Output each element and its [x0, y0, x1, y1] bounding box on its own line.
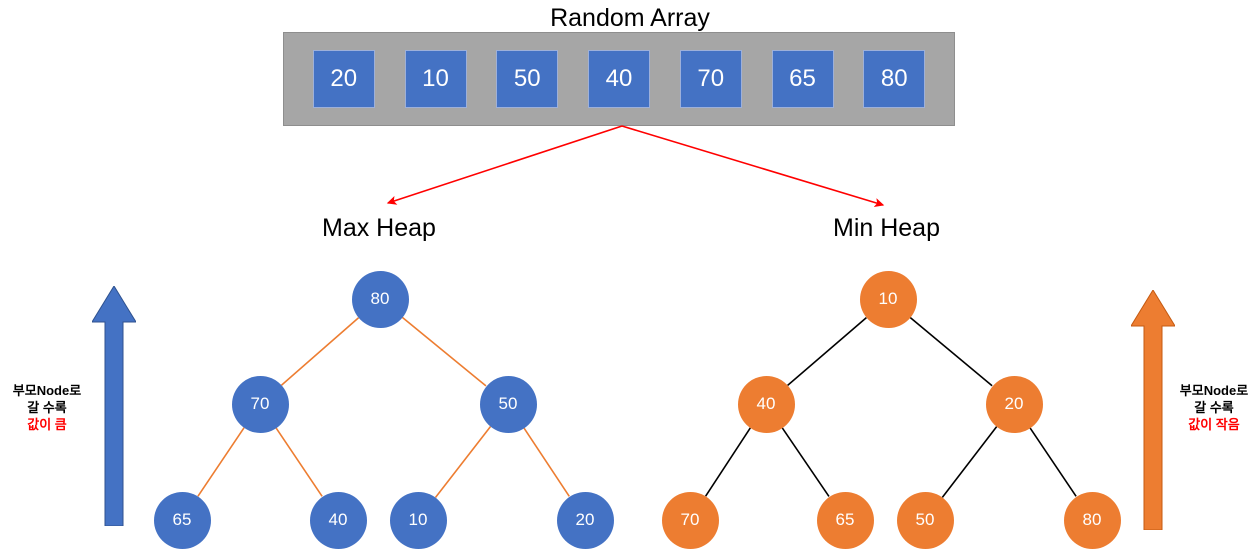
tree-node: 50	[896, 491, 954, 549]
split-arrow-right	[621, 125, 885, 208]
max-note-line-1: 부모Node로	[12, 383, 82, 398]
max-heap-note: 부모Node로 갈 수록 값이 큼	[4, 382, 90, 433]
min-note-line-1: 부모Node로	[1179, 383, 1249, 398]
min-note-line-3: 값이 작음	[1188, 417, 1240, 432]
split-arrow-left	[386, 125, 623, 205]
array-cell-2: 50	[496, 50, 559, 108]
tree-edge	[787, 316, 867, 387]
tree-node: 10	[859, 270, 917, 328]
tree-node: 50	[479, 375, 537, 433]
min-heap-title: Min Heap	[833, 214, 940, 242]
array-cell-4: 70	[679, 50, 742, 108]
tree-node: 40	[309, 491, 367, 549]
array-cell-1: 10	[404, 50, 467, 108]
array-cell-3: 40	[588, 50, 650, 108]
tree-node: 20	[556, 491, 614, 549]
tree-edge	[1029, 427, 1077, 497]
tree-edge	[197, 427, 245, 497]
tree-node: 10	[389, 491, 447, 549]
array-cell-0: 20	[312, 50, 375, 108]
array-cell-5: 65	[771, 50, 834, 108]
min-heap-note: 부모Node로 갈 수록 값이 작음	[1168, 382, 1260, 433]
array-cell-list: 20 10 50 40 70 65 80	[283, 32, 955, 126]
tree-node: 80	[351, 270, 409, 328]
max-note-line-3: 값이 큼	[27, 417, 67, 432]
tree-node: 65	[153, 491, 211, 549]
tree-edge	[280, 317, 360, 386]
tree-node: 80	[1063, 491, 1121, 549]
tree-edge	[401, 316, 487, 387]
tree-node: 70	[661, 491, 719, 549]
tree-edge	[781, 427, 830, 497]
tree-node: 20	[985, 375, 1043, 433]
min-note-line-2: 갈 수록	[1194, 400, 1234, 415]
array-cell-6: 80	[863, 50, 926, 108]
tree-node: 65	[816, 491, 874, 549]
tree-node: 70	[231, 375, 289, 433]
min-heap-up-arrow	[1131, 290, 1175, 530]
tree-edge	[941, 426, 998, 498]
tree-node: 40	[737, 375, 795, 433]
tree-edge	[523, 427, 570, 497]
tree-edge	[275, 427, 323, 497]
tree-edge	[434, 426, 492, 498]
split-arrow-group	[386, 125, 885, 208]
page-title: Random Array	[550, 4, 710, 32]
max-note-line-2: 갈 수록	[27, 400, 67, 415]
max-heap-title: Max Heap	[322, 214, 436, 242]
max-heap-up-arrow	[92, 286, 136, 526]
tree-edge	[704, 427, 752, 497]
tree-edge	[909, 316, 993, 387]
